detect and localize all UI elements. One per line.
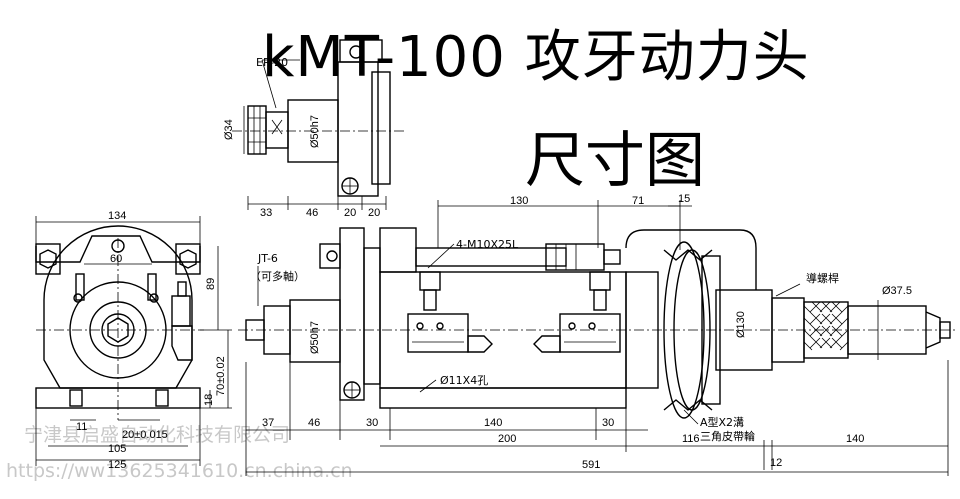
end-top-plate: [35, 235, 201, 263]
limit-switch-left: [407, 271, 493, 353]
dim-s30b: 30: [602, 417, 614, 429]
drawing-subtitle: 尺寸图: [525, 126, 705, 196]
dim-s140: 140: [484, 417, 502, 429]
label-pulley: 三角皮帶輪: [700, 429, 755, 443]
dim-d34: Ø34: [223, 119, 235, 140]
dim-d37-5: Ø37.5: [882, 285, 912, 297]
dim-top-46: 46: [306, 207, 318, 219]
dim-h89: 89: [205, 278, 217, 290]
top-view: Ø34 Ø50h7 ER-20 33 46 20 20: [223, 39, 404, 219]
dim-15: 15: [678, 193, 690, 205]
er-nut: [247, 105, 267, 155]
dim-b105: 105: [108, 443, 126, 455]
dim-b11: 11: [76, 421, 87, 433]
lead-screw-shaft: [847, 305, 927, 355]
dim-s46: 46: [308, 417, 320, 429]
label-belt-groove: A型X2溝: [700, 415, 744, 429]
label-er20: ER-20: [256, 56, 288, 69]
dim-d50h7-side: Ø50h7: [309, 321, 321, 354]
label-screw: 4-M10X25L: [456, 238, 519, 251]
dim-s140b: 140: [846, 433, 864, 445]
label-guide-rod: 導螺桿: [806, 271, 839, 285]
dim-d50h7-top: Ø50h7: [309, 115, 321, 148]
dim-130: 130: [510, 195, 528, 207]
dim-s200: 200: [498, 433, 516, 445]
dim-s591: 591: [582, 459, 600, 471]
dim-s37: 37: [262, 417, 274, 429]
watermark-company: 宁津县启盛自动化科技有限公司: [24, 424, 290, 446]
watermark-url: https://ww13625341610.cn.china.cn: [6, 460, 353, 482]
label-multi-axis: （可多軸）: [250, 269, 305, 283]
dim-h70: 70±0.02: [215, 356, 227, 396]
label-holes: Ø11X4孔: [440, 374, 488, 387]
dim-b20: 20±0.015: [122, 429, 168, 441]
dim-top-20b: 20: [368, 207, 380, 219]
end-body: [43, 225, 193, 389]
dim-b125: 125: [108, 459, 126, 471]
pulley-guard: [625, 229, 757, 290]
dim-s116: 116: [682, 433, 700, 445]
dim-top-20a: 20: [344, 207, 356, 219]
dim-d130: Ø130: [735, 311, 747, 338]
dim-top-33: 33: [260, 207, 272, 219]
dim-w60: 60: [110, 253, 122, 265]
dim-h18: 18: [203, 394, 215, 406]
er-collar: [265, 111, 289, 149]
side-front-flange: [339, 227, 365, 401]
side-base: [379, 387, 627, 409]
dim-71: 71: [632, 195, 644, 207]
limit-switch-right: [533, 271, 621, 353]
side-view: JT-6 （可多軸） Ø50h7: [238, 193, 956, 476]
end-view: 134 60: [35, 210, 232, 471]
end-base: [35, 387, 201, 409]
dim-s30a: 30: [366, 417, 378, 429]
pulley: [663, 241, 721, 419]
label-jt6: JT-6: [257, 252, 278, 265]
dim-s12: 12: [770, 457, 782, 469]
dim-w134: 134: [108, 210, 126, 222]
